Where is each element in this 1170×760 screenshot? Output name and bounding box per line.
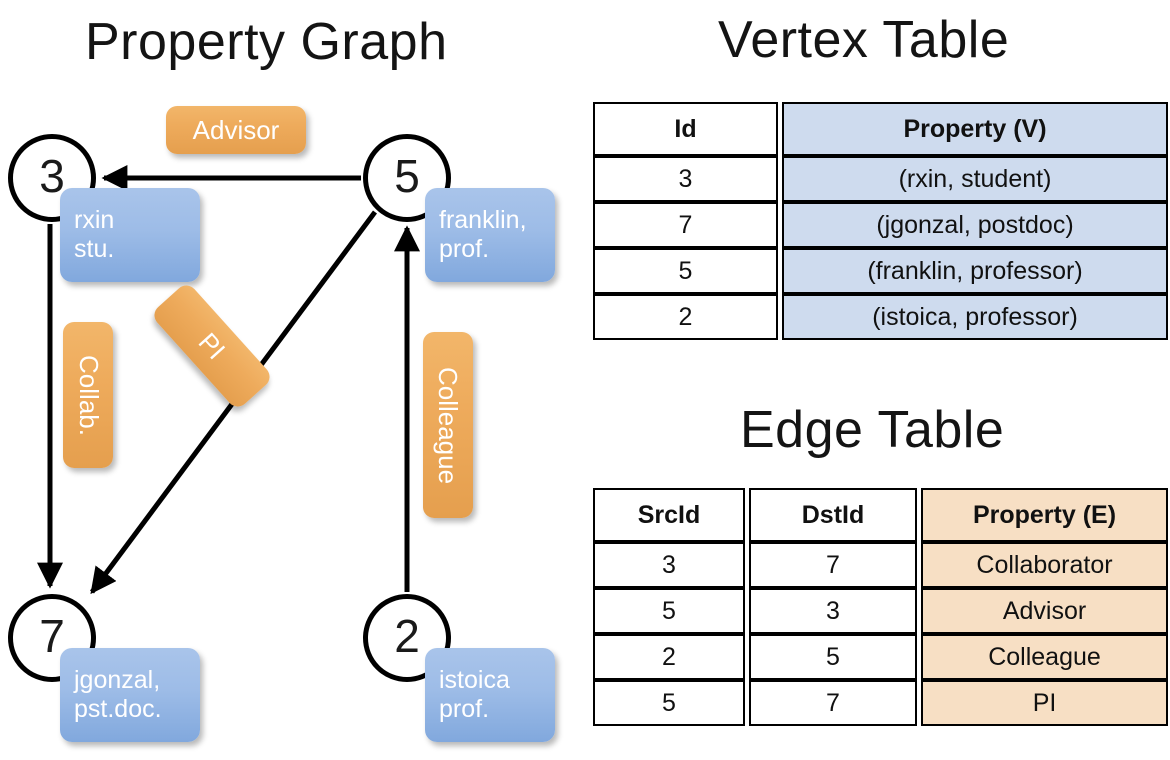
vertex-property-cell: (istoica, professor) [782,294,1168,340]
table-header-row: Id [593,102,778,156]
vertex-property-box-5-role: prof. [439,235,490,263]
property-graph-diagram: 3 5 7 2 rxin stu. franklin, prof. jgonza… [0,84,585,760]
edge-label-advisor-text: Advisor [192,114,280,145]
graph-node-3[interactable]: 3 [8,134,96,222]
vertex-property-box-2-role: prof. [439,695,490,723]
table-row: (jgonzal, postdoc) [782,202,1168,248]
graph-node-5-label: 5 [394,150,420,202]
table-row: 3 [593,542,745,588]
edge-label-collab: Collab. [63,322,113,468]
vertex-id-cell: 2 [593,294,778,340]
table-row: 5 [593,680,745,726]
table-row: (istoica, professor) [782,294,1168,340]
table-row: (rxin, student) [782,156,1168,202]
vertex-property-cell: (rxin, student) [782,156,1168,202]
edge-src-cell: 5 [593,588,745,634]
vertex-property-box-3-role: stu. [74,235,115,263]
vertex-property-box-5-name: franklin, [439,205,527,234]
graph-node-5[interactable]: 5 [363,134,451,222]
table-row: 7 [749,680,917,726]
vertex-property-box-7: jgonzal, pst.doc. [60,648,200,742]
edge-property-cell: Collaborator [921,542,1168,588]
edge-dst-cell: 3 [749,588,917,634]
edge-table-property-column: Property (E) Collaborator Advisor Collea… [921,488,1168,726]
vertex-table-id-column: Id 3 7 5 2 [593,102,778,340]
table-row: 7 [749,542,917,588]
edge-property-cell: Colleague [921,634,1168,680]
vertex-table-header-id: Id [593,102,778,156]
vertex-property-box-7-role: pst.doc. [74,695,162,723]
vertex-id-cell: 7 [593,202,778,248]
table-row: 3 [749,588,917,634]
table-row: 2 [593,294,778,340]
page-title-property-graph: Property Graph [85,13,448,71]
edge-src-cell: 5 [593,680,745,726]
table-row: Colleague [921,634,1168,680]
vertex-property-box-3: rxin stu. [60,188,200,282]
vertex-property-box-2: istoica prof. [425,648,555,742]
edge-src-cell: 2 [593,634,745,680]
table-row: Advisor [921,588,1168,634]
edge-table-header-dstid: DstId [749,488,917,542]
table-header-row: Property (E) [921,488,1168,542]
table-row: 5 [593,248,778,294]
table-row: (franklin, professor) [782,248,1168,294]
table-header-row: Property (V) [782,102,1168,156]
edge-label-pi-text: PI [192,326,232,365]
vertex-property-cell: (jgonzal, postdoc) [782,202,1168,248]
edge-label-colleague-text: Colleague [433,366,464,484]
graph-node-7-label: 7 [39,610,65,662]
edge-label-advisor: Advisor [166,106,306,154]
vertex-table-header-property: Property (V) [782,102,1168,156]
vertex-table-property-column: Property (V) (rxin, student) (jgonzal, p… [782,102,1168,340]
page-title-edge-table: Edge Table [740,401,1005,459]
edge-dst-cell: 5 [749,634,917,680]
vertex-property-box-5: franklin, prof. [425,188,555,282]
table-header-row: SrcId [593,488,745,542]
edge-label-colleague: Colleague [423,332,473,518]
table-row: PI [921,680,1168,726]
edge-label-collab-text: Collab. [73,354,104,436]
vertex-property-box-3-name: rxin [74,205,115,234]
edge-dst-cell: 7 [749,680,917,726]
graph-node-3-label: 3 [39,150,65,202]
edge-table-srcid-column: SrcId 3 5 2 5 [593,488,745,726]
vertex-property-box-7-name: jgonzal, [74,665,161,694]
table-row: 5 [593,588,745,634]
edge-property-cell: Advisor [921,588,1168,634]
table-row: 3 [593,156,778,202]
table-header-row: DstId [749,488,917,542]
edge-property-cell: PI [921,680,1168,726]
table-row: Collaborator [921,542,1168,588]
edge-table-header-property: Property (E) [921,488,1168,542]
edge-table-dstid-column: DstId 7 3 5 7 [749,488,917,726]
vertex-id-cell: 3 [593,156,778,202]
edge-src-cell: 3 [593,542,745,588]
edge-table-header-srcid: SrcId [593,488,745,542]
vertex-id-cell: 5 [593,248,778,294]
page-title-vertex-table: Vertex Table [718,11,1010,69]
table-row: 7 [593,202,778,248]
graph-node-2-label: 2 [394,610,420,662]
table-row: 2 [593,634,745,680]
vertex-property-cell: (franklin, professor) [782,248,1168,294]
edge-dst-cell: 7 [749,542,917,588]
table-row: 5 [749,634,917,680]
vertex-property-box-2-name: istoica [439,665,510,694]
